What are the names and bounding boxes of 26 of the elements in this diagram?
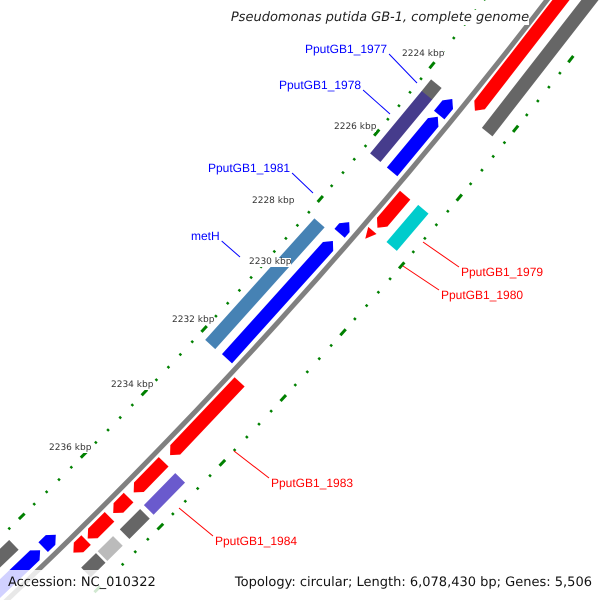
gene-label: PputGB1_1978	[279, 79, 362, 91]
leader-line	[402, 266, 440, 290]
leader-line	[292, 172, 314, 194]
scale-label: 2232 kbp	[172, 316, 214, 325]
scale-label: 2226 kbp	[334, 123, 376, 132]
gene-label: PputGB1_1980	[441, 289, 524, 301]
footer-text: Topology: circular; Length: 6,078,430 bp; Genes: 5,506	[234, 576, 592, 589]
scale-label: 2230 kbp	[249, 258, 292, 267]
gene-label: PputGB1_1983	[271, 477, 354, 489]
scale-label: 2224 kbp	[402, 50, 444, 59]
gene-label: PputGB1_1981	[208, 162, 290, 174]
footer-text: Accession: NC_010322	[8, 576, 156, 589]
leader-line	[234, 450, 270, 478]
gene-label: PputGB1_1984	[215, 535, 298, 547]
gene-label: PputGB1_1979	[461, 266, 544, 278]
title: Pseudomonas putida GB-1, complete genome	[230, 10, 530, 25]
gene-label: metH	[191, 230, 220, 242]
leader-line	[422, 242, 460, 268]
leader-line	[178, 508, 214, 536]
scale-label: 2234 kbp	[111, 381, 154, 390]
gene-label: PputGB1_1977	[305, 43, 388, 55]
leader-line	[221, 240, 240, 258]
leader-line	[388, 54, 418, 84]
leader-line	[362, 90, 390, 114]
scale-label: 2228 kbp	[252, 197, 294, 206]
scale-label: 2236 kbp	[49, 444, 92, 453]
